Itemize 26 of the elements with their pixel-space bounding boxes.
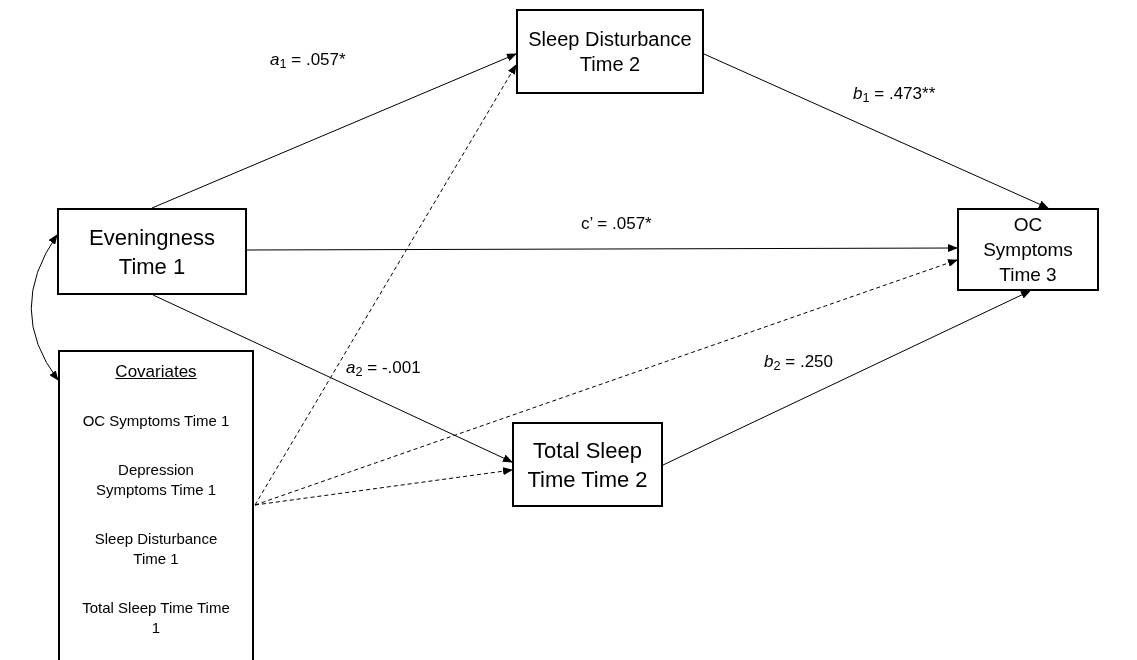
edge-label: a$_{2}$ = -.001: [344, 358, 423, 378]
box-text: Sleep Disturbance Time 1: [93, 529, 219, 569]
box-text: Total Sleep Time Time 1: [81, 598, 231, 638]
variable-box: [57, 208, 247, 295]
variable-box: [512, 422, 663, 507]
edge-label: b$_{1}$ = .473**: [851, 84, 938, 104]
box-text: OC Symptoms Time 3: [982, 213, 1074, 287]
box-text: Eveningness Time 1: [88, 223, 216, 281]
box-heading: Covariates: [114, 362, 198, 382]
arrow: [703, 53, 1049, 209]
arrow: [151, 53, 517, 209]
box-text: Depression Symptoms Time 1: [95, 460, 217, 500]
edge-label: a$_{1}$ = .057*: [268, 50, 348, 70]
variable-box: [516, 9, 704, 94]
covariates-box: [58, 350, 254, 660]
box-text: OC Symptoms Time 1: [81, 411, 231, 431]
edge-label: b$_{2}$ = .250: [762, 352, 836, 372]
variable-box: [957, 208, 1099, 291]
curved-arrow: [30, 234, 59, 381]
box-text: Sleep Disturbance Time 2: [527, 26, 693, 77]
dashed-arrow: [254, 467, 513, 506]
dashed-arrow: [254, 64, 517, 506]
box-text: Total Sleep Time Time 2: [526, 436, 649, 494]
arrow: [662, 290, 1031, 466]
arrow: [246, 244, 958, 253]
arrow: [152, 294, 513, 463]
